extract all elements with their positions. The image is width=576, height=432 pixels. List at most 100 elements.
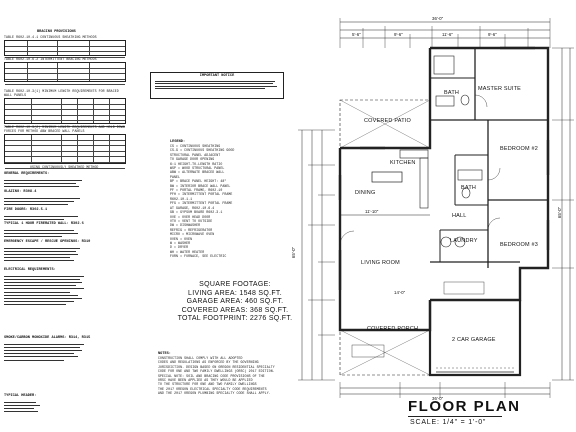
fire-doors-text [4, 214, 84, 222]
patio-diag-2 [339, 99, 431, 149]
table2-col [27, 63, 28, 81]
dim-right-overall: 65'-0" [557, 206, 563, 219]
table1-col [89, 41, 90, 55]
table3-row [5, 121, 125, 127]
title-block: FLOOR PLAN SCALE: 1/4" = 1'-0" [404, 396, 574, 430]
table4-col [61, 135, 62, 163]
table3-col [77, 99, 78, 123]
typical-header-heading: TYPICAL HEADER: [4, 394, 37, 398]
table2-row [5, 74, 125, 80]
room-garage: 2 CAR GARAGE [452, 337, 496, 343]
room-dining: DINING [355, 190, 376, 196]
room-kitchen: KITCHEN [390, 160, 416, 166]
table2 [4, 62, 126, 86]
using-note: USING CONTINUOUSLY SHEATHED METHOD [30, 165, 99, 169]
room-covered-patio: COVERED PATIO [364, 118, 412, 124]
notes-line: CODES AND REGULATIONS AS ENFORCED BY THE… [158, 360, 259, 365]
legend-item: PFG = INTERMITTENT PORTAL FRAME [170, 201, 233, 206]
dim-top-b: 9'-6" [394, 32, 403, 37]
legend-item: BW = INTERIOR BRACE WALL PANEL [170, 183, 231, 188]
legend-item: VTO = VENT TO OUTSIDE [170, 218, 213, 223]
square-footage: SQUARE FOOTAGE: LIVING AREA: 1548 SQ.FT.… [175, 281, 295, 324]
room-hall: HALL [452, 213, 467, 219]
exterior-wall-main-left [338, 148, 432, 332]
dim-bottom-overall: 36'-0" [432, 396, 444, 401]
electrical-text [4, 274, 88, 307]
legend-item: D = DRYER [170, 245, 189, 250]
table3-col [93, 99, 94, 123]
exterior-wall-main-top [340, 48, 432, 150]
legend-item: DW = DISHWASHER [170, 223, 201, 228]
sqft-living: LIVING AREA: 1548 SQ.FT. [188, 289, 282, 297]
door-swing-master [474, 94, 488, 108]
table4-row [5, 135, 125, 141]
kitchen-counter-top [399, 149, 429, 159]
notes-line: AND THE 2017 OREGON PLUMBING SPECIALTY C… [158, 391, 271, 396]
door-swing-bed3 [487, 217, 501, 231]
legend-item: MICRO = MICROWAVE OVEN [170, 232, 215, 237]
windows [338, 46, 550, 290]
room-laundry: LAUNDRY [450, 238, 478, 244]
table4-row [5, 146, 125, 152]
important-notice-heading: IMPORTANT NOTICE [199, 74, 235, 78]
typical-wall-text [4, 228, 84, 239]
table3-row [5, 116, 125, 122]
legend-item: TO GARAGE DOOR OPENING [170, 157, 215, 162]
room-living-room: LIVING ROOM [361, 260, 400, 266]
important-notice-box: IMPORTANT NOTICE [150, 72, 284, 99]
dim-top-overall: 36'-0" [432, 16, 444, 21]
table3-col [109, 99, 110, 123]
notes-line: ORSC HAVE BEEN APPLIED AS THEY WOULD BE … [158, 378, 253, 383]
legend-item: OVEN = OVEN [170, 236, 193, 241]
table3-row [5, 105, 125, 111]
legend-item: REFRIG = REFRIGERATOR [170, 227, 213, 232]
electrical-heading: ELECTRICAL REQUIREMENTS: [4, 268, 56, 272]
table4-row [5, 152, 125, 158]
legend-item: CS = CONTINUOUS SHEATHING [170, 144, 221, 148]
smoke-text [4, 342, 88, 363]
table3-row [5, 99, 125, 105]
typical-header-text [4, 400, 54, 414]
legend-item: AT GARAGE, R602.10.6.4 [170, 205, 215, 210]
exterior-wall-upper [430, 46, 550, 302]
table4-row [5, 141, 125, 147]
drawing-title: FLOOR PLAN [408, 398, 521, 415]
dim-top-c: 11'-6" [442, 32, 453, 37]
table2-col [89, 63, 90, 81]
table3-row [5, 110, 125, 116]
glazing-text [4, 196, 84, 207]
legend-heading: LEGEND: [170, 140, 186, 144]
table4-col [77, 135, 78, 163]
master-closet-fixture [433, 55, 455, 75]
hall-bath-toilet [461, 187, 471, 199]
hall-bath-tub [457, 169, 483, 181]
legend-item: FURN = FURNACE, SEE ELECTRIC [170, 254, 227, 259]
bracing-heading: BRACING PROVISIONS [37, 30, 76, 34]
sqft-heading: SQUARE FOOTAGE: [199, 281, 271, 288]
notes: NOTES: CONSTRUCTION SHALL COMPLY WITH AL… [158, 352, 338, 396]
table1-row [5, 47, 125, 53]
door-swing-bed2 [487, 167, 501, 181]
table1-row [5, 41, 125, 47]
legend-item: PF = PORTAL FRAME, R602.10 [170, 188, 223, 193]
washer-symbol [440, 236, 452, 248]
table1-col [57, 41, 58, 55]
table2-caption: TABLE R602.10.6.2 INTERMITTENT BRACING M… [4, 57, 97, 61]
room-covered-porch: COVERED PORCH [367, 326, 419, 332]
room-bedroom-3: BEDROOM #3 [500, 242, 539, 248]
sqft-covered: COVERED AREAS: 368 SQ.FT. [181, 306, 289, 314]
important-notice-text [151, 78, 283, 92]
table3 [4, 98, 126, 127]
legend-item: OVE = OVER HEAD DOOR [170, 214, 211, 219]
egress-text [4, 246, 84, 264]
door-swing-entry [339, 230, 355, 246]
notes-line: CONSTRUCTION SHALL COMPLY WITH ALL ADOPT… [158, 356, 243, 360]
dim-top-a: 5'-6" [352, 32, 361, 37]
table1-caption: TABLE R602.10.4.1 CONTINUOUS SHEATHING M… [4, 35, 97, 39]
table2-row [5, 69, 125, 75]
typical-wall-heading: TYPICAL 1 HOUR FIRERATED WALL: R302.6 [4, 222, 84, 226]
notes-line: THE 2017 OREGON ELECTRICAL SPECIALTY COD… [158, 386, 267, 391]
notes-line: SPECIAL NOTE: SOIL AND BRACING CODE PROV… [158, 373, 265, 378]
title-underline [408, 416, 502, 417]
